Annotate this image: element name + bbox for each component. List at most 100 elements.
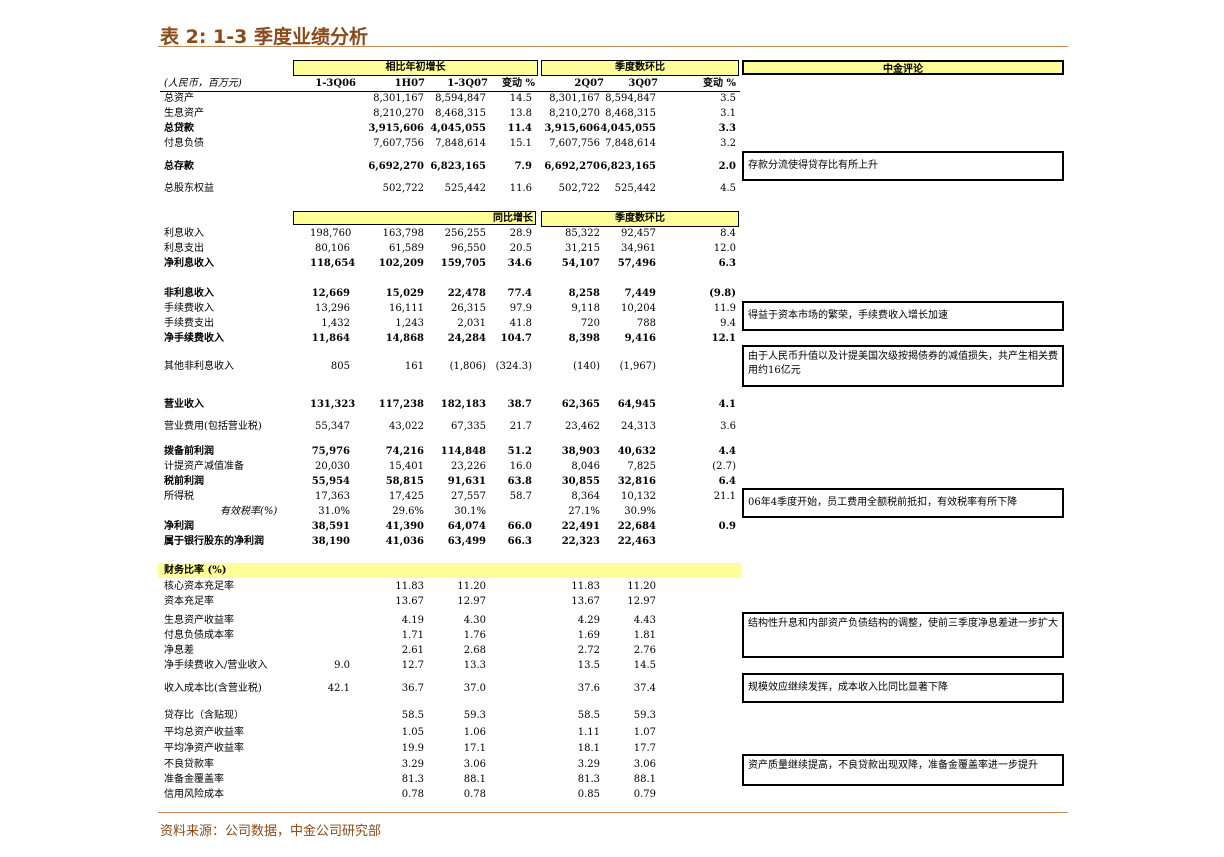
table-cell: 13.67 xyxy=(571,596,600,607)
table-cell: 14.5 xyxy=(633,660,656,671)
table-cell: 525,442 xyxy=(444,183,486,194)
table-cell: (140) xyxy=(573,361,600,372)
table-cell: 41,390 xyxy=(385,521,424,532)
table-cell: 15,401 xyxy=(389,461,424,472)
table-cell: 3.6 xyxy=(720,421,736,432)
row-label: 生息资产收益率 xyxy=(164,615,234,626)
table-cell: 7,607,756 xyxy=(549,138,600,149)
table-cell: 3.3 xyxy=(718,123,736,134)
header-qoq: 季度数环比 xyxy=(541,60,739,76)
table-cell: 74,216 xyxy=(385,446,424,457)
table-cell: 7,607,756 xyxy=(373,138,424,149)
table-cell: 59.3 xyxy=(463,710,486,721)
row-label: 其他非利息收入 xyxy=(164,361,234,372)
table-cell: 6.4 xyxy=(718,476,736,487)
row-label: 计提资产减值准备 xyxy=(164,461,244,472)
table-cell: 10,204 xyxy=(621,303,656,314)
row-label: 净手续费收入 xyxy=(164,333,224,344)
table-cell: 81.3 xyxy=(577,774,600,785)
table-cell: 20.5 xyxy=(509,243,532,254)
table-cell: 17.1 xyxy=(463,743,486,754)
table-cell: 21.7 xyxy=(509,421,532,432)
row-label: 平均总资产收益率 xyxy=(164,727,244,738)
col-header: 变动 % xyxy=(703,78,736,89)
col-header: 1H07 xyxy=(394,78,425,89)
table-cell: 102,209 xyxy=(378,258,424,269)
bottom-rule xyxy=(158,812,1068,813)
table-cell: 1.11 xyxy=(577,727,600,738)
row-label: 核心资本充足率 xyxy=(164,581,234,592)
header-qoq-income: 季度数环比 xyxy=(541,211,739,227)
table-cell: 64,074 xyxy=(447,521,486,532)
col-header: 2Q07 xyxy=(574,78,604,89)
table-cell: 0.9 xyxy=(718,521,736,532)
row-label: 净利润 xyxy=(164,521,194,532)
table-cell: 3.29 xyxy=(401,759,424,770)
table-cell: 21.1 xyxy=(713,491,736,502)
table-cell: 59.3 xyxy=(633,710,656,721)
table-cell: 1.81 xyxy=(633,630,656,641)
table-cell: 27,557 xyxy=(451,491,486,502)
table-cell: 23,226 xyxy=(451,461,486,472)
row-label: 拨备前利润 xyxy=(164,446,214,457)
comment-box: 06年4季度开始，员工费用全额税前抵扣，有效税率有所下降 xyxy=(742,488,1064,518)
table-cell: 788 xyxy=(636,318,656,329)
row-label: 属于银行股东的净利润 xyxy=(164,536,264,547)
ratios-title: 财务比率 (%) xyxy=(164,565,227,576)
table-cell: 182,183 xyxy=(440,399,486,410)
table-cell: 6,692,270 xyxy=(368,161,424,172)
table-cell: 8,301,167 xyxy=(549,93,600,104)
table-cell: 12,669 xyxy=(311,288,350,299)
row-label: 营业收入 xyxy=(164,399,204,410)
row-label: 付息负债 xyxy=(164,138,204,149)
table-cell: 13.3 xyxy=(463,660,486,671)
table-cell: (2.7) xyxy=(712,461,736,472)
table-cell: 4.29 xyxy=(577,615,600,626)
row-label: 贷存比（含贴现） xyxy=(164,710,244,721)
table-cell: 502,722 xyxy=(382,183,424,194)
table-cell: 0.78 xyxy=(401,789,424,800)
table-cell: 31,215 xyxy=(565,243,600,254)
table-cell: 4,045,055 xyxy=(430,123,486,134)
comment-box: 资产质量继续提高，不良贷款出现双降，准备金覆盖率进一步提升 xyxy=(742,754,1064,786)
table-cell: 15,029 xyxy=(385,288,424,299)
table-cell: 114,848 xyxy=(440,446,486,457)
table-cell: 6.3 xyxy=(718,258,736,269)
table-cell: 525,442 xyxy=(614,183,656,194)
comment-box: 得益于资本市场的繁荣，手续费收入增长加速 xyxy=(742,301,1064,331)
table-cell: 7,848,614 xyxy=(435,138,486,149)
table-cell: 38.7 xyxy=(507,399,532,410)
comment-box: 由于人民币升值以及计提美国次级按揭债券的减值损失，共产生相关费用约16亿元 xyxy=(742,345,1064,387)
table-cell: 88.1 xyxy=(633,774,656,785)
row-label: 不良贷款率 xyxy=(164,759,214,770)
table-cell: 11.20 xyxy=(457,581,486,592)
row-label: 准备金覆盖率 xyxy=(164,774,224,785)
table-row: 有效税率(%)31.0%29.6%30.1%27.1%30.9% xyxy=(160,504,740,519)
unit-label: (人民币，百万元) xyxy=(164,78,242,89)
row-label: 信用风险成本 xyxy=(164,789,224,800)
header-yoy: 同比增长 xyxy=(293,211,536,225)
table-cell: 3.06 xyxy=(463,759,486,770)
table-cell: 77.4 xyxy=(507,288,532,299)
table-cell: 91,631 xyxy=(447,476,486,487)
table-cell: 16,111 xyxy=(389,303,424,314)
row-label: 付息负债成本率 xyxy=(164,630,234,641)
table-cell: 8,046 xyxy=(571,461,600,472)
table-cell: 58,815 xyxy=(385,476,424,487)
table-cell: 13.8 xyxy=(509,108,532,119)
table-cell: 118,654 xyxy=(310,258,356,269)
table-cell: 11.4 xyxy=(507,123,532,134)
row-label: 总贷款 xyxy=(164,123,194,134)
table-cell: 198,760 xyxy=(310,228,352,239)
